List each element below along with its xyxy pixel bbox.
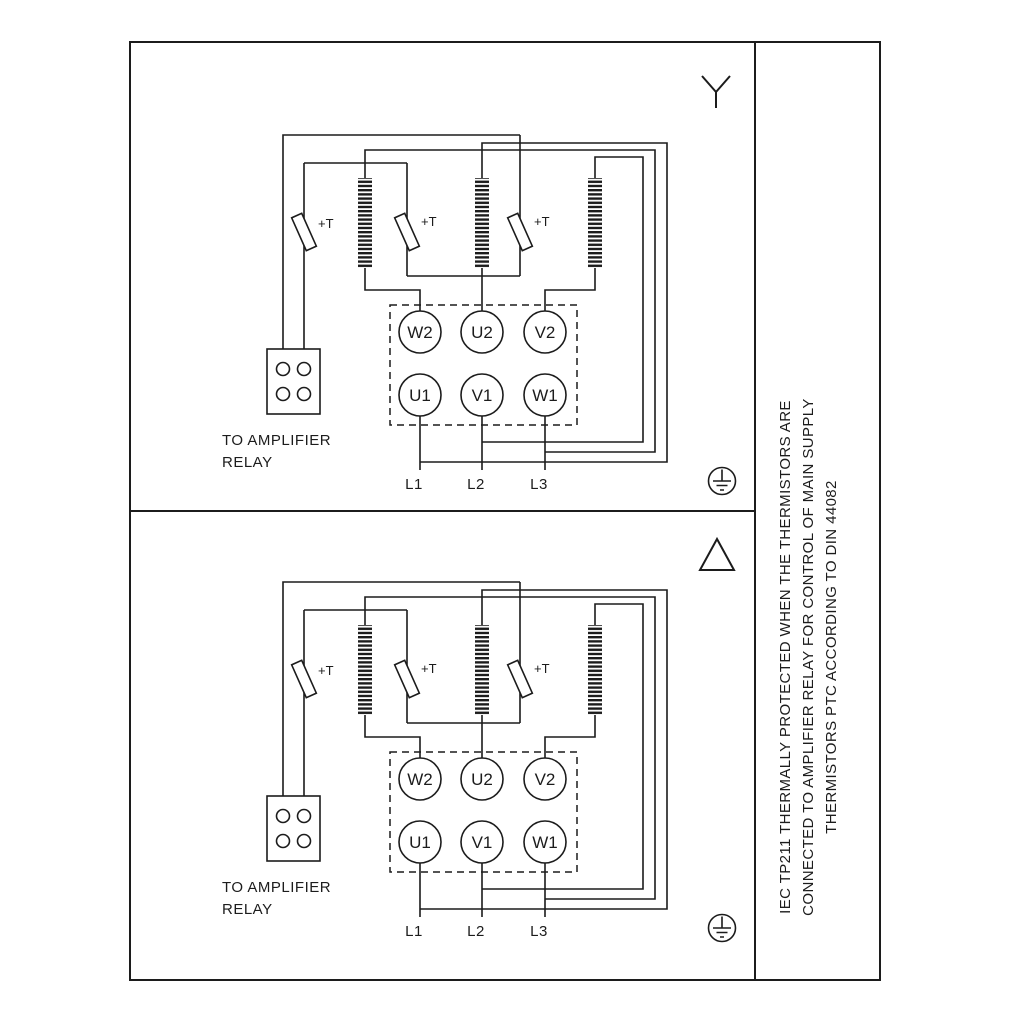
thermistor-2-icon: [393, 212, 421, 252]
winding-coil-u: [475, 178, 489, 268]
terminal-w2: [398, 310, 442, 354]
delta-connection-icon: [698, 536, 736, 571]
terminal-label-u1: U1: [409, 386, 431, 405]
terminal-label-v2: V2: [535, 323, 556, 342]
relay-contact: [275, 386, 291, 402]
winding-wires: [364, 142, 668, 463]
relay-contact: [296, 386, 312, 402]
thermistor-3-icon: [506, 212, 534, 252]
mains-label-l1: L1: [405, 476, 423, 493]
thermistor-1-icon: [290, 212, 318, 252]
winding-coil-v: [588, 178, 602, 268]
mains-label-l3: L3: [530, 476, 548, 493]
relay-caption-line2: RELAY: [222, 454, 273, 471]
thermistor-2-label: +T: [421, 214, 437, 229]
terminal-label-w1: W1: [532, 386, 558, 405]
note-column: IEC TP211 THERMALLY PROTECTED WHEN THE T…: [777, 398, 840, 916]
terminal-board-outline: [389, 304, 578, 426]
note-line-1: IEC TP211 THERMALLY PROTECTED WHEN THE T…: [777, 400, 794, 914]
relay-contact: [275, 361, 291, 377]
terminal-label-v1: V1: [472, 386, 493, 405]
star-connection-icon: [701, 75, 731, 108]
motor-wiring-core: +T +T +T W2 U2 V2 U1 V1 W1 TO AMPLIFIER …: [222, 134, 737, 496]
terminal-label-w2: W2: [407, 323, 433, 342]
terminal-u1: [398, 373, 442, 417]
amplifier-relay-box: [266, 348, 321, 415]
protective-earth-icon: [707, 466, 737, 496]
note-line-2: CONNECTED TO AMPLIFIER RELAY FOR CONTROL…: [800, 398, 817, 916]
relay-caption-line1: TO AMPLIFIER: [222, 432, 331, 449]
thermistor-1-label: +T: [318, 216, 334, 231]
terminal-u2: [460, 310, 504, 354]
note-line-3: THERMISTORS PTC ACCORDING TO DIN 44082: [823, 480, 840, 834]
winding-coil-w: [358, 178, 372, 268]
terminal-w1: [523, 373, 567, 417]
thermistor-3-label: +T: [534, 214, 550, 229]
terminal-v1: [460, 373, 504, 417]
terminal-label-u2: U2: [471, 323, 493, 342]
mains-label-l2: L2: [467, 476, 485, 493]
motor-wiring-core-delta-copy: [221, 581, 737, 943]
terminal-v2: [523, 310, 567, 354]
relay-contact: [296, 361, 312, 377]
